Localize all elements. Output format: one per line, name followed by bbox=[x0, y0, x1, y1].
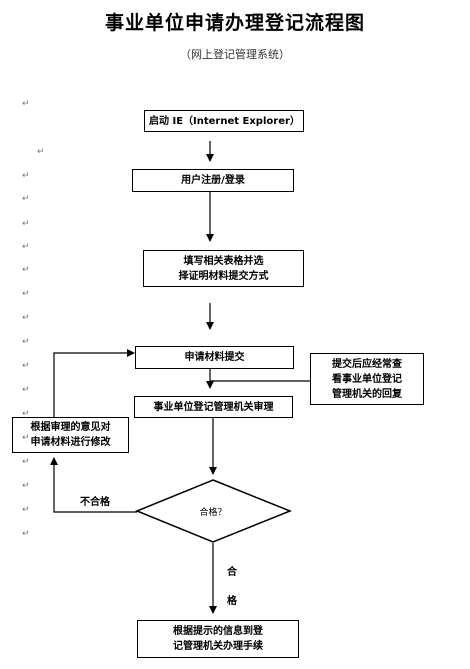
review-box: 事业单位登记管理机关审理 bbox=[134, 396, 293, 418]
paragraph-mark: ↵ bbox=[22, 337, 30, 347]
page-title: 事业单位申请办理登记流程图 bbox=[104, 12, 365, 34]
arrow-fail-to-revise bbox=[50, 457, 137, 513]
follow-up-note-box: 提交后应经常查 看事业单位登记 管理机关的回复 bbox=[310, 353, 424, 405]
paragraph-mark: ↵ bbox=[22, 242, 30, 252]
end-line2: 记管理机关办理手续 bbox=[173, 641, 263, 652]
decision-label: 合格？ bbox=[199, 508, 227, 518]
fill-forms-line1: 填写相关表格并选 bbox=[183, 255, 264, 267]
paragraph-mark: ↵ bbox=[22, 409, 30, 419]
submit-materials-box: 申请材料提交 bbox=[135, 346, 294, 369]
end-line1: 根据提示的信息到登 bbox=[173, 626, 263, 637]
register-login-label: 用户注册/登录 bbox=[181, 175, 245, 186]
note-line3: 管理机关的回复 bbox=[332, 388, 402, 400]
paragraph-mark: ↵ bbox=[22, 194, 30, 204]
page-subtitle: （网上登记管理系统） bbox=[180, 48, 290, 61]
paragraph-mark: ↵ bbox=[22, 481, 30, 491]
paragraph-mark: ↵ bbox=[22, 289, 30, 299]
pass-label-bottom: 格 bbox=[227, 596, 237, 607]
arrow-revise-to-submit bbox=[53, 349, 135, 417]
revise-materials-box: 根据审理的意见对 申请材料进行修改 bbox=[12, 417, 129, 453]
revise-line1: 根据审理的意见对 bbox=[30, 422, 111, 433]
paragraph-mark: ↵ bbox=[22, 265, 30, 275]
start-ie-label: 启动 IE（Internet Explorer） bbox=[149, 115, 300, 127]
complete-procedures-box: 根据提示的信息到登 记管理机关办理手续 bbox=[137, 620, 299, 658]
review-label: 事业单位登记管理机关审理 bbox=[153, 401, 274, 413]
note-line2: 看事业单位登记 bbox=[332, 373, 402, 385]
register-login-box: 用户注册/登录 bbox=[132, 169, 294, 192]
revise-line2: 申请材料进行修改 bbox=[30, 437, 111, 448]
paragraph-mark: ↵ bbox=[22, 457, 30, 467]
fill-forms-line2: 择证明材料提交方式 bbox=[178, 270, 269, 282]
paragraph-mark: ↵ bbox=[22, 313, 30, 323]
fail-label: 不合格 bbox=[80, 497, 110, 508]
submit-materials-label: 申请材料提交 bbox=[184, 352, 245, 363]
fill-forms-box: 填写相关表格并选 择证明材料提交方式 bbox=[143, 250, 304, 287]
paragraph-mark: ↵ bbox=[22, 99, 30, 109]
paragraph-mark: ↵ bbox=[22, 219, 30, 229]
pass-label-top: 合 bbox=[227, 567, 237, 578]
paragraph-mark: ↵ bbox=[22, 385, 30, 395]
paragraph-mark: ↵ bbox=[22, 505, 30, 515]
paragraph-mark: ↵ bbox=[37, 147, 45, 157]
note-line1: 提交后应经常查 bbox=[332, 358, 402, 370]
start-ie-box: 启动 IE（Internet Explorer） bbox=[144, 110, 304, 132]
paragraph-mark: ↵ bbox=[22, 361, 30, 371]
decision-diamond bbox=[135, 479, 293, 543]
paragraph-mark: ↵ bbox=[22, 171, 30, 181]
paragraph-mark: ↵ bbox=[22, 433, 30, 443]
paragraph-mark: ↵ bbox=[22, 529, 30, 539]
